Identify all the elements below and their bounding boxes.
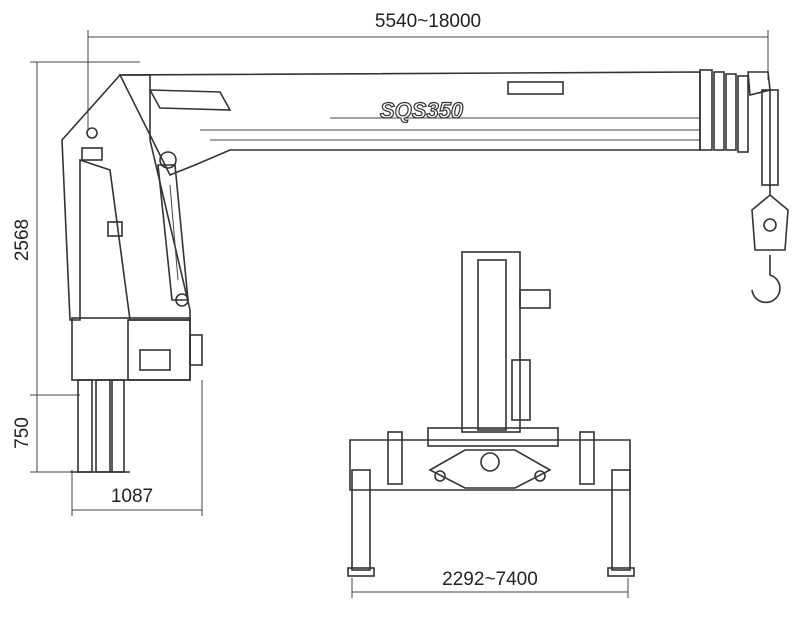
dimension-base-width: 1087 [71, 380, 203, 516]
hook-icon [751, 89, 789, 304]
height-label: 2568 [12, 219, 33, 261]
base-height-label: 750 [12, 417, 33, 449]
boom-reach-label: 5540~18000 [375, 11, 481, 32]
base-width-label: 1087 [111, 486, 153, 507]
logo: SQS350 [380, 98, 464, 123]
dimension-height: 2568 750 [12, 61, 140, 473]
dimension-boom-reach: 5540~18000 [87, 11, 769, 130]
crane-rear-view [347, 251, 635, 577]
crane-side-view [61, 69, 789, 473]
dimension-outrigger-span: 2292~7400 [351, 569, 629, 598]
outrigger-span-label: 2292~7400 [442, 569, 538, 590]
boom-tip [699, 69, 771, 153]
